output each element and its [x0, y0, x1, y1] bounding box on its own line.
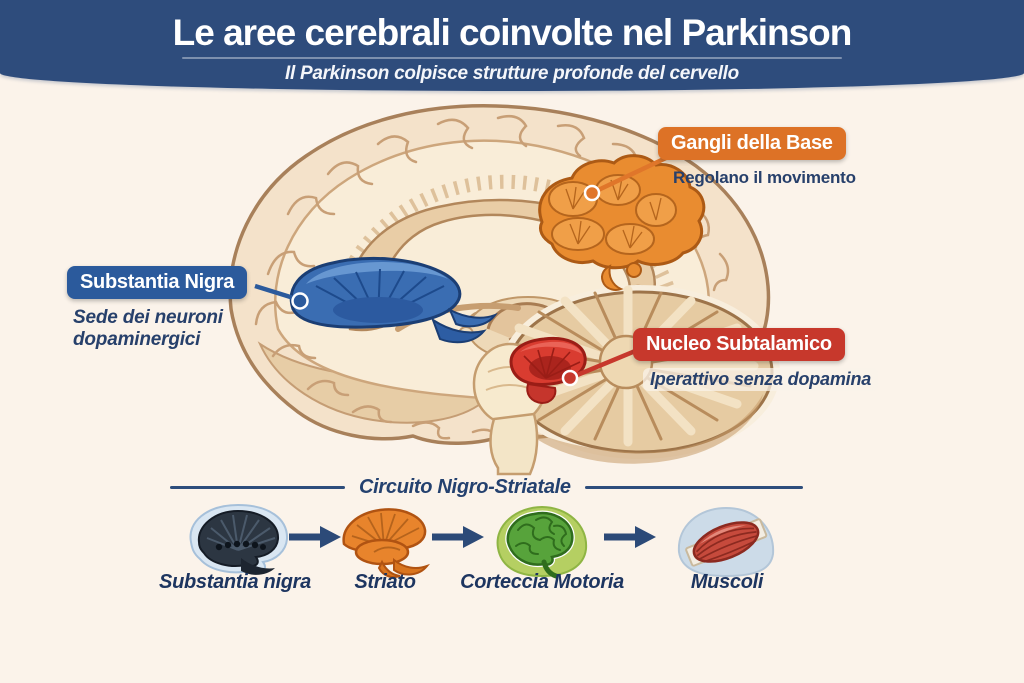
page-title: Le aree cerebrali coinvolte nel Parkinso…	[172, 12, 853, 53]
page-subtitle: Il Parkinson colpisce strutture profonde…	[285, 63, 739, 84]
flow-arrow-icon	[432, 526, 484, 548]
nucleo-subtalamico-description: Iperattivo senza dopamina	[643, 368, 879, 391]
substantia-nigra-label: Substantia Nigra	[67, 266, 248, 299]
corteccia-motoria-green-brain-icon	[496, 505, 588, 579]
title-divider	[182, 57, 842, 59]
striato-orange-striatum-icon	[342, 508, 431, 579]
step-label-corteccia-motoria: Corteccia Motoria	[460, 571, 624, 593]
substantia-nigra-structure	[289, 256, 498, 344]
callout-nucleo-subtalamico: Nucleo Subtalamico Iperattivo senza dopa…	[633, 328, 1024, 391]
step-label-substantia-nigra: Substantia nigra	[159, 571, 311, 593]
substantia-nigra-dark-brain-icon	[189, 503, 289, 575]
circuit-heading: Circuito Nigro-Striatale	[170, 476, 803, 498]
muscoli-muscle-icon	[677, 506, 775, 578]
circuit-divider-left	[170, 485, 345, 489]
circuit-divider-right	[584, 485, 803, 489]
nucleo-subtalamico-label: Nucleo Subtalamico	[633, 328, 845, 361]
gangli-della-base-description: Regolano il movimento	[673, 168, 856, 187]
callout-gangli-della-base: Gangli della Base Regolano il movimento	[658, 127, 856, 188]
brain-illustration	[228, 104, 780, 476]
step-label-muscoli: Muscoli	[690, 571, 764, 593]
flow-arrow-icon	[289, 526, 341, 548]
step-label-striato: Striato	[354, 571, 416, 593]
circuit-title: Circuito Nigro-Striatale	[359, 475, 571, 498]
substantia-nigra-description: Sede dei neuroni dopaminergici	[73, 307, 223, 351]
header-banner: Le aree cerebrali coinvolte nel Parkinso…	[0, 0, 1024, 91]
gyri-lines	[254, 115, 730, 450]
flow-arrow-icon	[604, 526, 656, 548]
gangli-della-base-label: Gangli della Base	[658, 127, 846, 160]
callout-substantia-nigra: Substantia Nigra Sede dei neuroni dopami…	[67, 266, 258, 352]
